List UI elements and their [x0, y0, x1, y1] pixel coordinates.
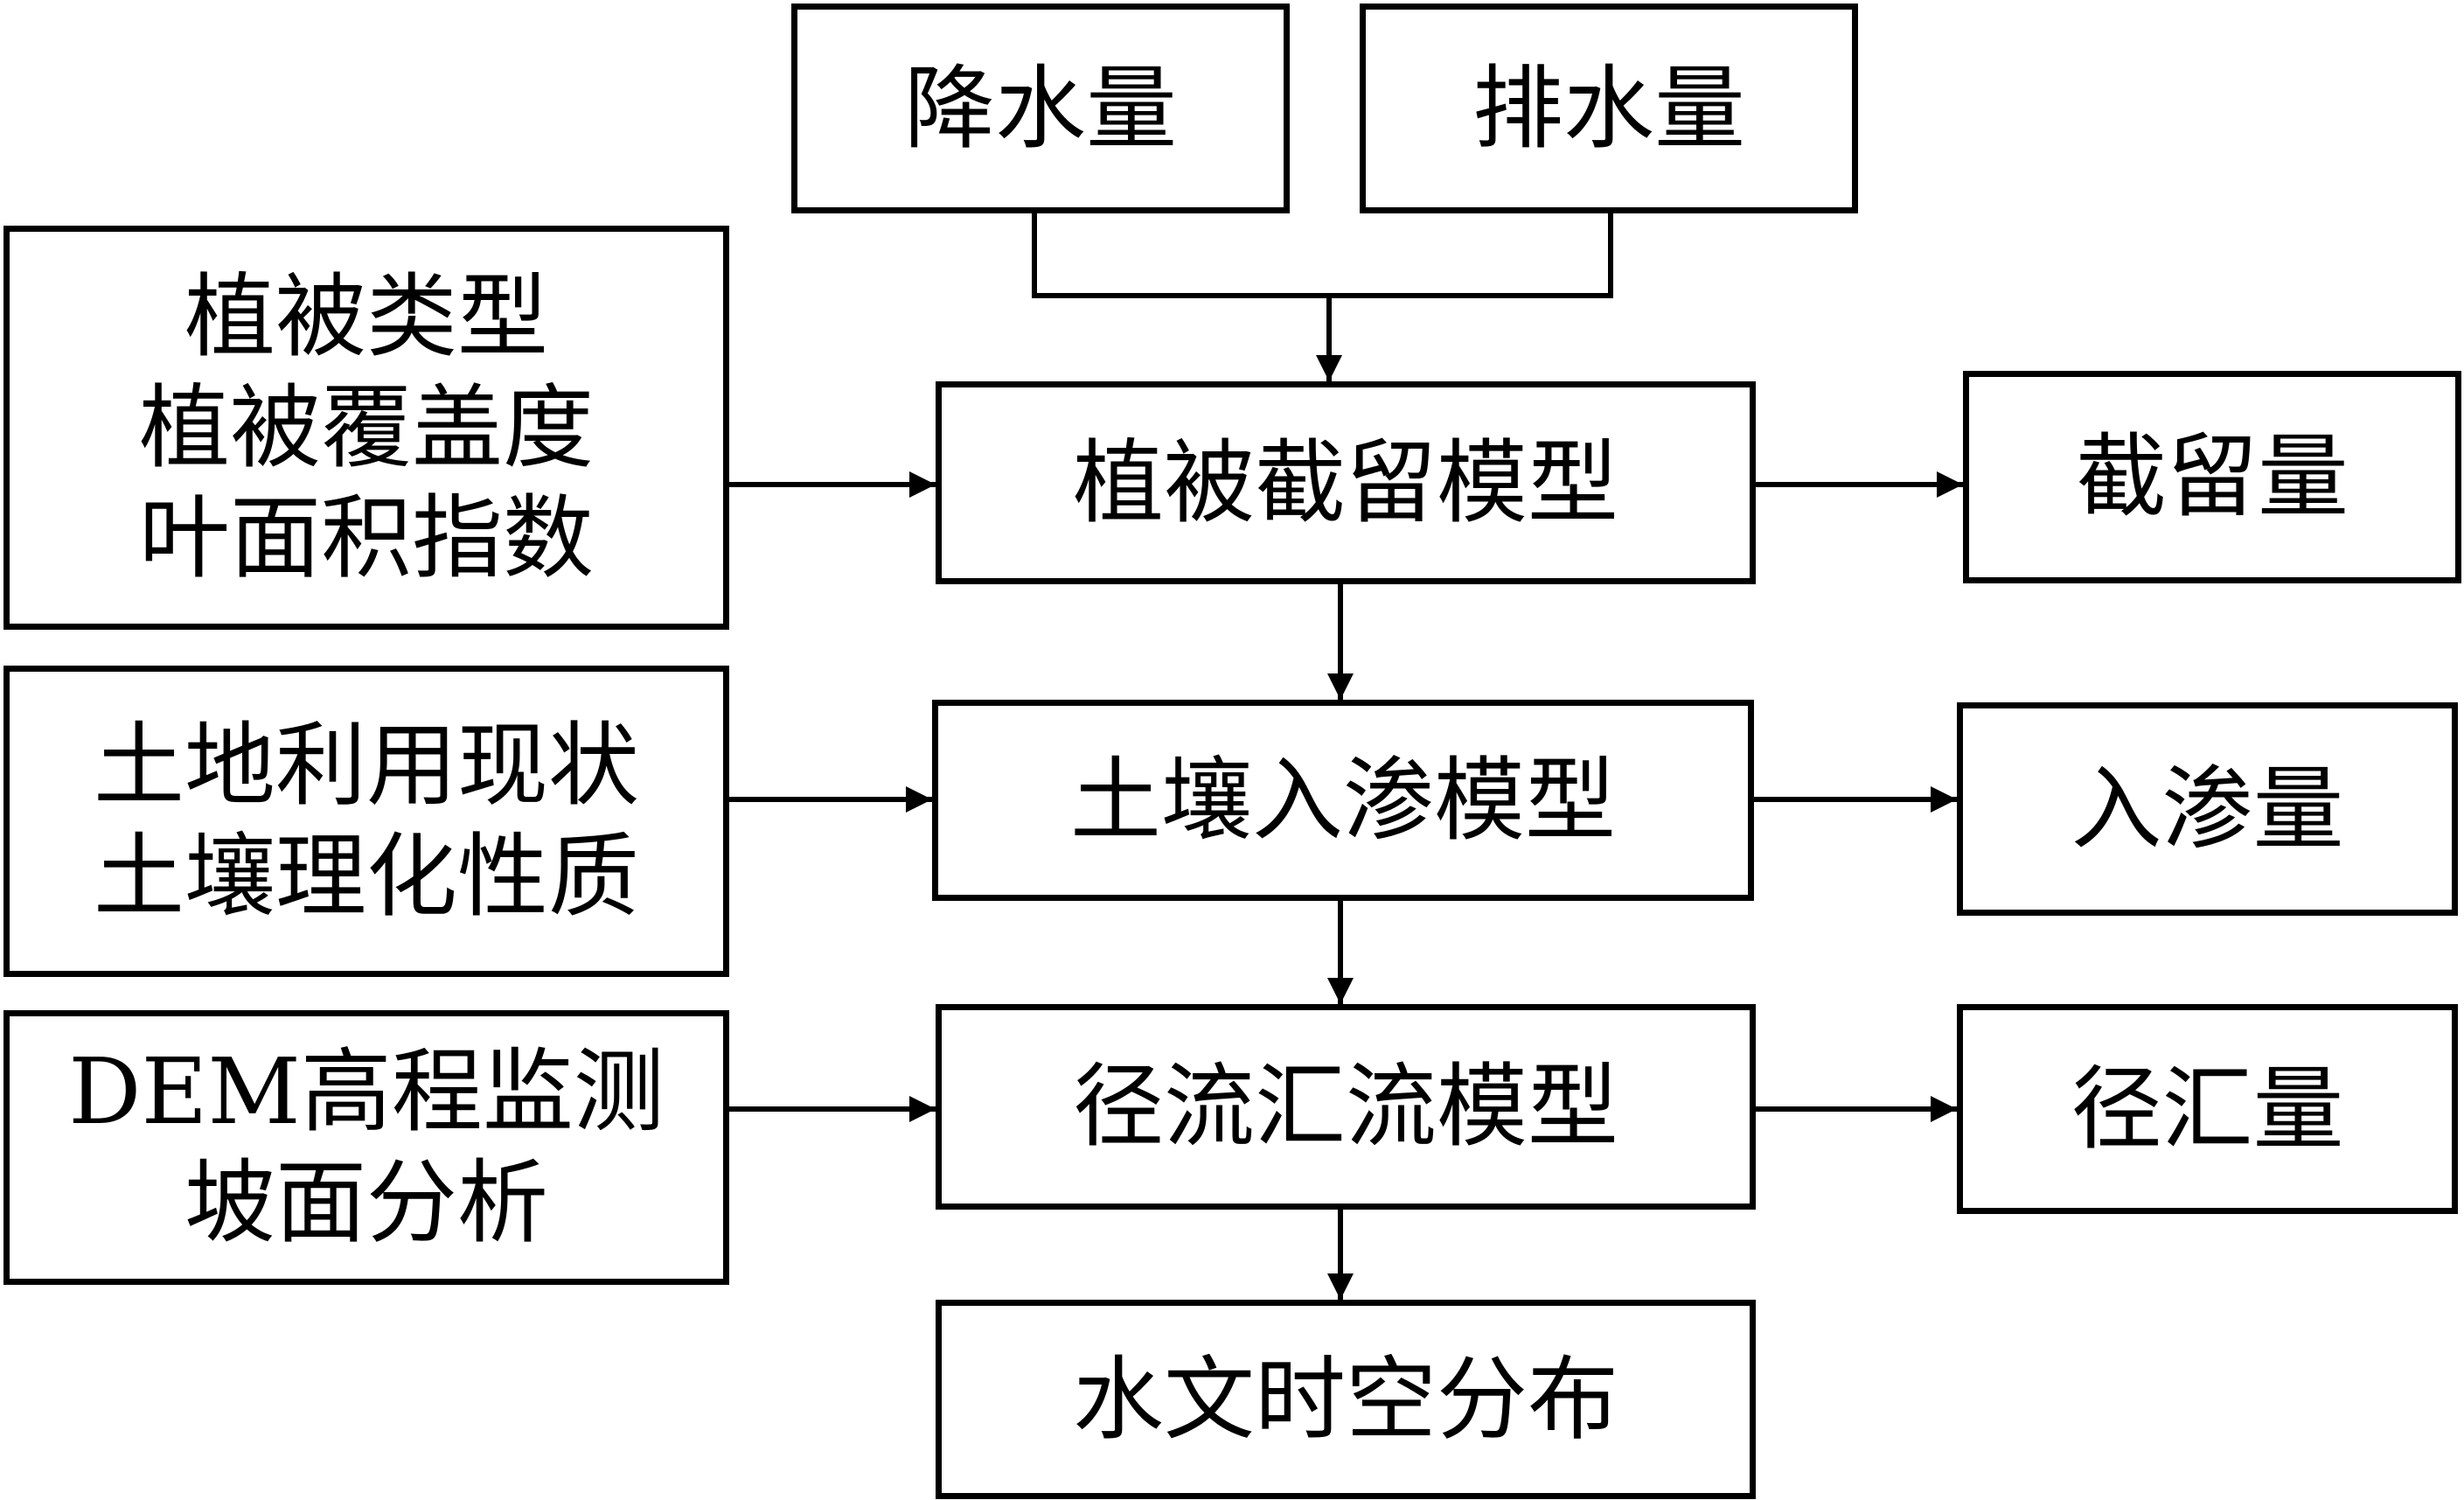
runoff-model-box: 径流汇流模型 — [936, 1004, 1756, 1210]
precipitation-box: 降水量 — [791, 3, 1290, 213]
terrain-factors-box: DEM高程监测 坡面分析 — [3, 1010, 729, 1285]
interception-amount-label: 截留量 — [2075, 423, 2349, 531]
land-soil-factors-box: 土地利用现状 土壤理化性质 — [3, 666, 729, 977]
hydrology-distribution-label: 水文时空分布 — [1072, 1345, 1618, 1453]
runoff-amount-box: 径汇量 — [1957, 1004, 2458, 1214]
leaf-area-index-label: 叶面积指数 — [138, 485, 594, 592]
interception-model-label: 植被截留模型 — [1072, 429, 1618, 536]
vegetation-type-label: 植被类型 — [184, 262, 548, 370]
precipitation-label: 降水量 — [903, 54, 1177, 162]
infiltration-model-box: 土壤入渗模型 — [932, 700, 1754, 901]
infiltration-amount-label: 入渗量 — [2071, 755, 2344, 862]
runoff-amount-label: 径汇量 — [2071, 1055, 2344, 1162]
drainage-box: 排水量 — [1360, 3, 1858, 213]
drainage-label: 排水量 — [1472, 54, 1745, 162]
hydrology-distribution-box: 水文时空分布 — [936, 1300, 1756, 1499]
interception-model-box: 植被截留模型 — [936, 381, 1756, 584]
dem-elevation-label: DEM高程监测 — [68, 1038, 665, 1146]
vegetation-factors-box: 植被类型 植被覆盖度 叶面积指数 — [3, 226, 729, 630]
interception-amount-box: 截留量 — [1963, 371, 2461, 583]
land-use-label: 土地利用现状 — [93, 712, 639, 820]
vegetation-cover-label: 植被覆盖度 — [138, 373, 594, 481]
soil-properties-label: 土壤理化性质 — [93, 823, 639, 930]
runoff-model-label: 径流汇流模型 — [1072, 1053, 1618, 1161]
infiltration-amount-box: 入渗量 — [1957, 702, 2458, 916]
slope-analysis-label: 坡面分析 — [184, 1149, 548, 1256]
precip-merge-line — [1032, 210, 1613, 298]
infiltration-model-label: 土壤入渗模型 — [1069, 746, 1616, 854]
